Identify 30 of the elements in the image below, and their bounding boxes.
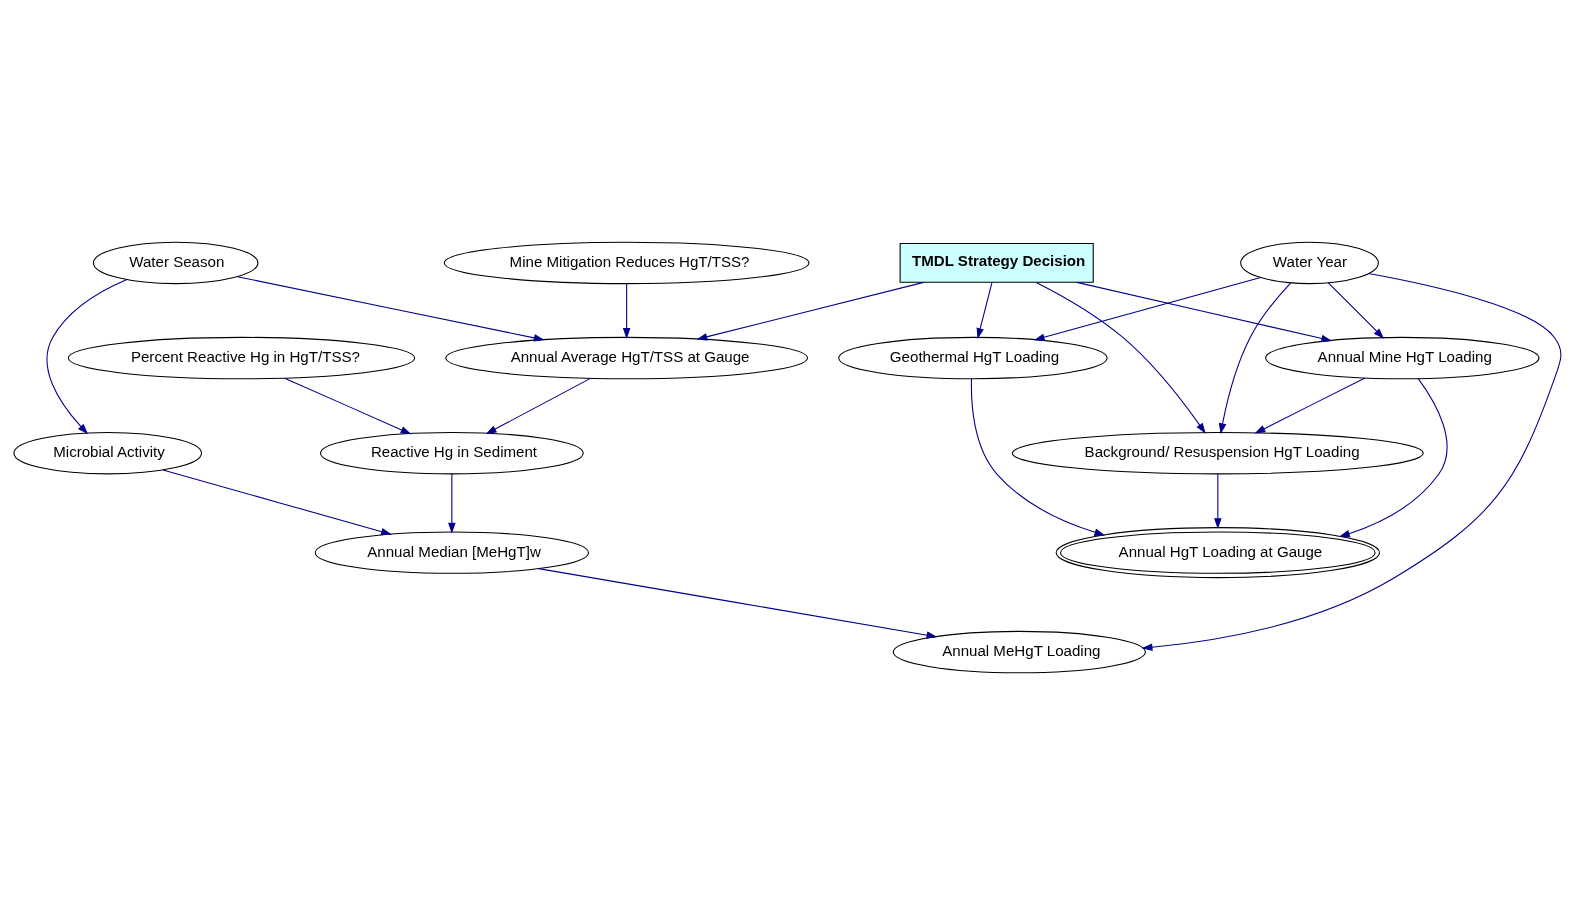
arrow [1254, 377, 1365, 434]
arrow [1035, 281, 1206, 434]
arrow [1033, 276, 1261, 341]
node-ellipse: Mine Mitigation Reduces HgT/TSS? [443, 241, 809, 285]
arrow [695, 281, 924, 341]
node-ellipse: Water Year [1239, 241, 1379, 285]
arrow [1213, 473, 1222, 530]
arrow [45, 279, 127, 435]
arrow [447, 473, 456, 534]
node-box: TMDL Strategy Decision [899, 242, 1094, 283]
node-ellipse: Water Season [92, 241, 258, 285]
arrow [1075, 281, 1332, 343]
node-ellipse: Background/ Resuspension HgT Loading [1011, 431, 1424, 475]
arrow [537, 568, 937, 639]
arrow [1327, 282, 1384, 339]
arrow [976, 281, 993, 339]
arrow [1218, 282, 1291, 435]
node-ellipse: Reactive Hg in Sediment [319, 431, 584, 475]
node-ellipse: Annual Median [MeHgT]w [314, 531, 589, 574]
arrow [283, 377, 411, 435]
arrow [1141, 272, 1561, 652]
arrow [970, 378, 1105, 536]
arrow [622, 283, 630, 339]
arrow [485, 377, 591, 435]
node-ellipse: Microbial Activity [12, 431, 202, 475]
node-ellipse: Geothermal HgT Loading [837, 336, 1108, 380]
arrow [161, 469, 392, 536]
node-ellipse: Percent Reactive Hg in HgT/TSS? [67, 336, 415, 380]
arrow [1338, 378, 1448, 538]
arrow [236, 276, 545, 342]
